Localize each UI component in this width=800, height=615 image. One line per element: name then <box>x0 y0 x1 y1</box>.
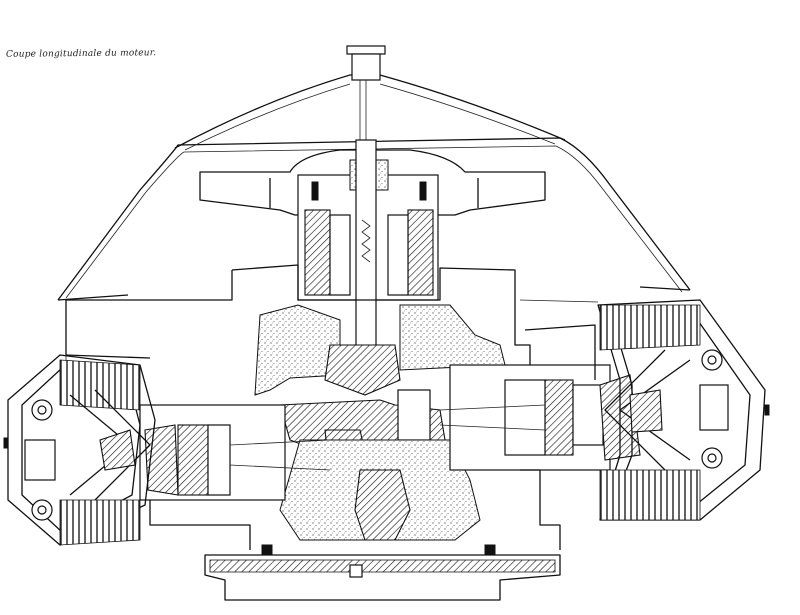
fan-hub <box>199 149 546 216</box>
right-cylinder <box>439 364 641 471</box>
lower-crankcase <box>3 299 770 550</box>
crankshaft <box>279 389 481 541</box>
vertical-shaft <box>355 139 377 381</box>
right-cylinder-head <box>597 299 766 521</box>
oil-sump <box>204 544 561 601</box>
left-cylinder-head <box>7 354 156 546</box>
left-cylinder <box>139 404 331 501</box>
crankcase <box>65 264 531 396</box>
oil-filler-cap <box>346 45 386 140</box>
